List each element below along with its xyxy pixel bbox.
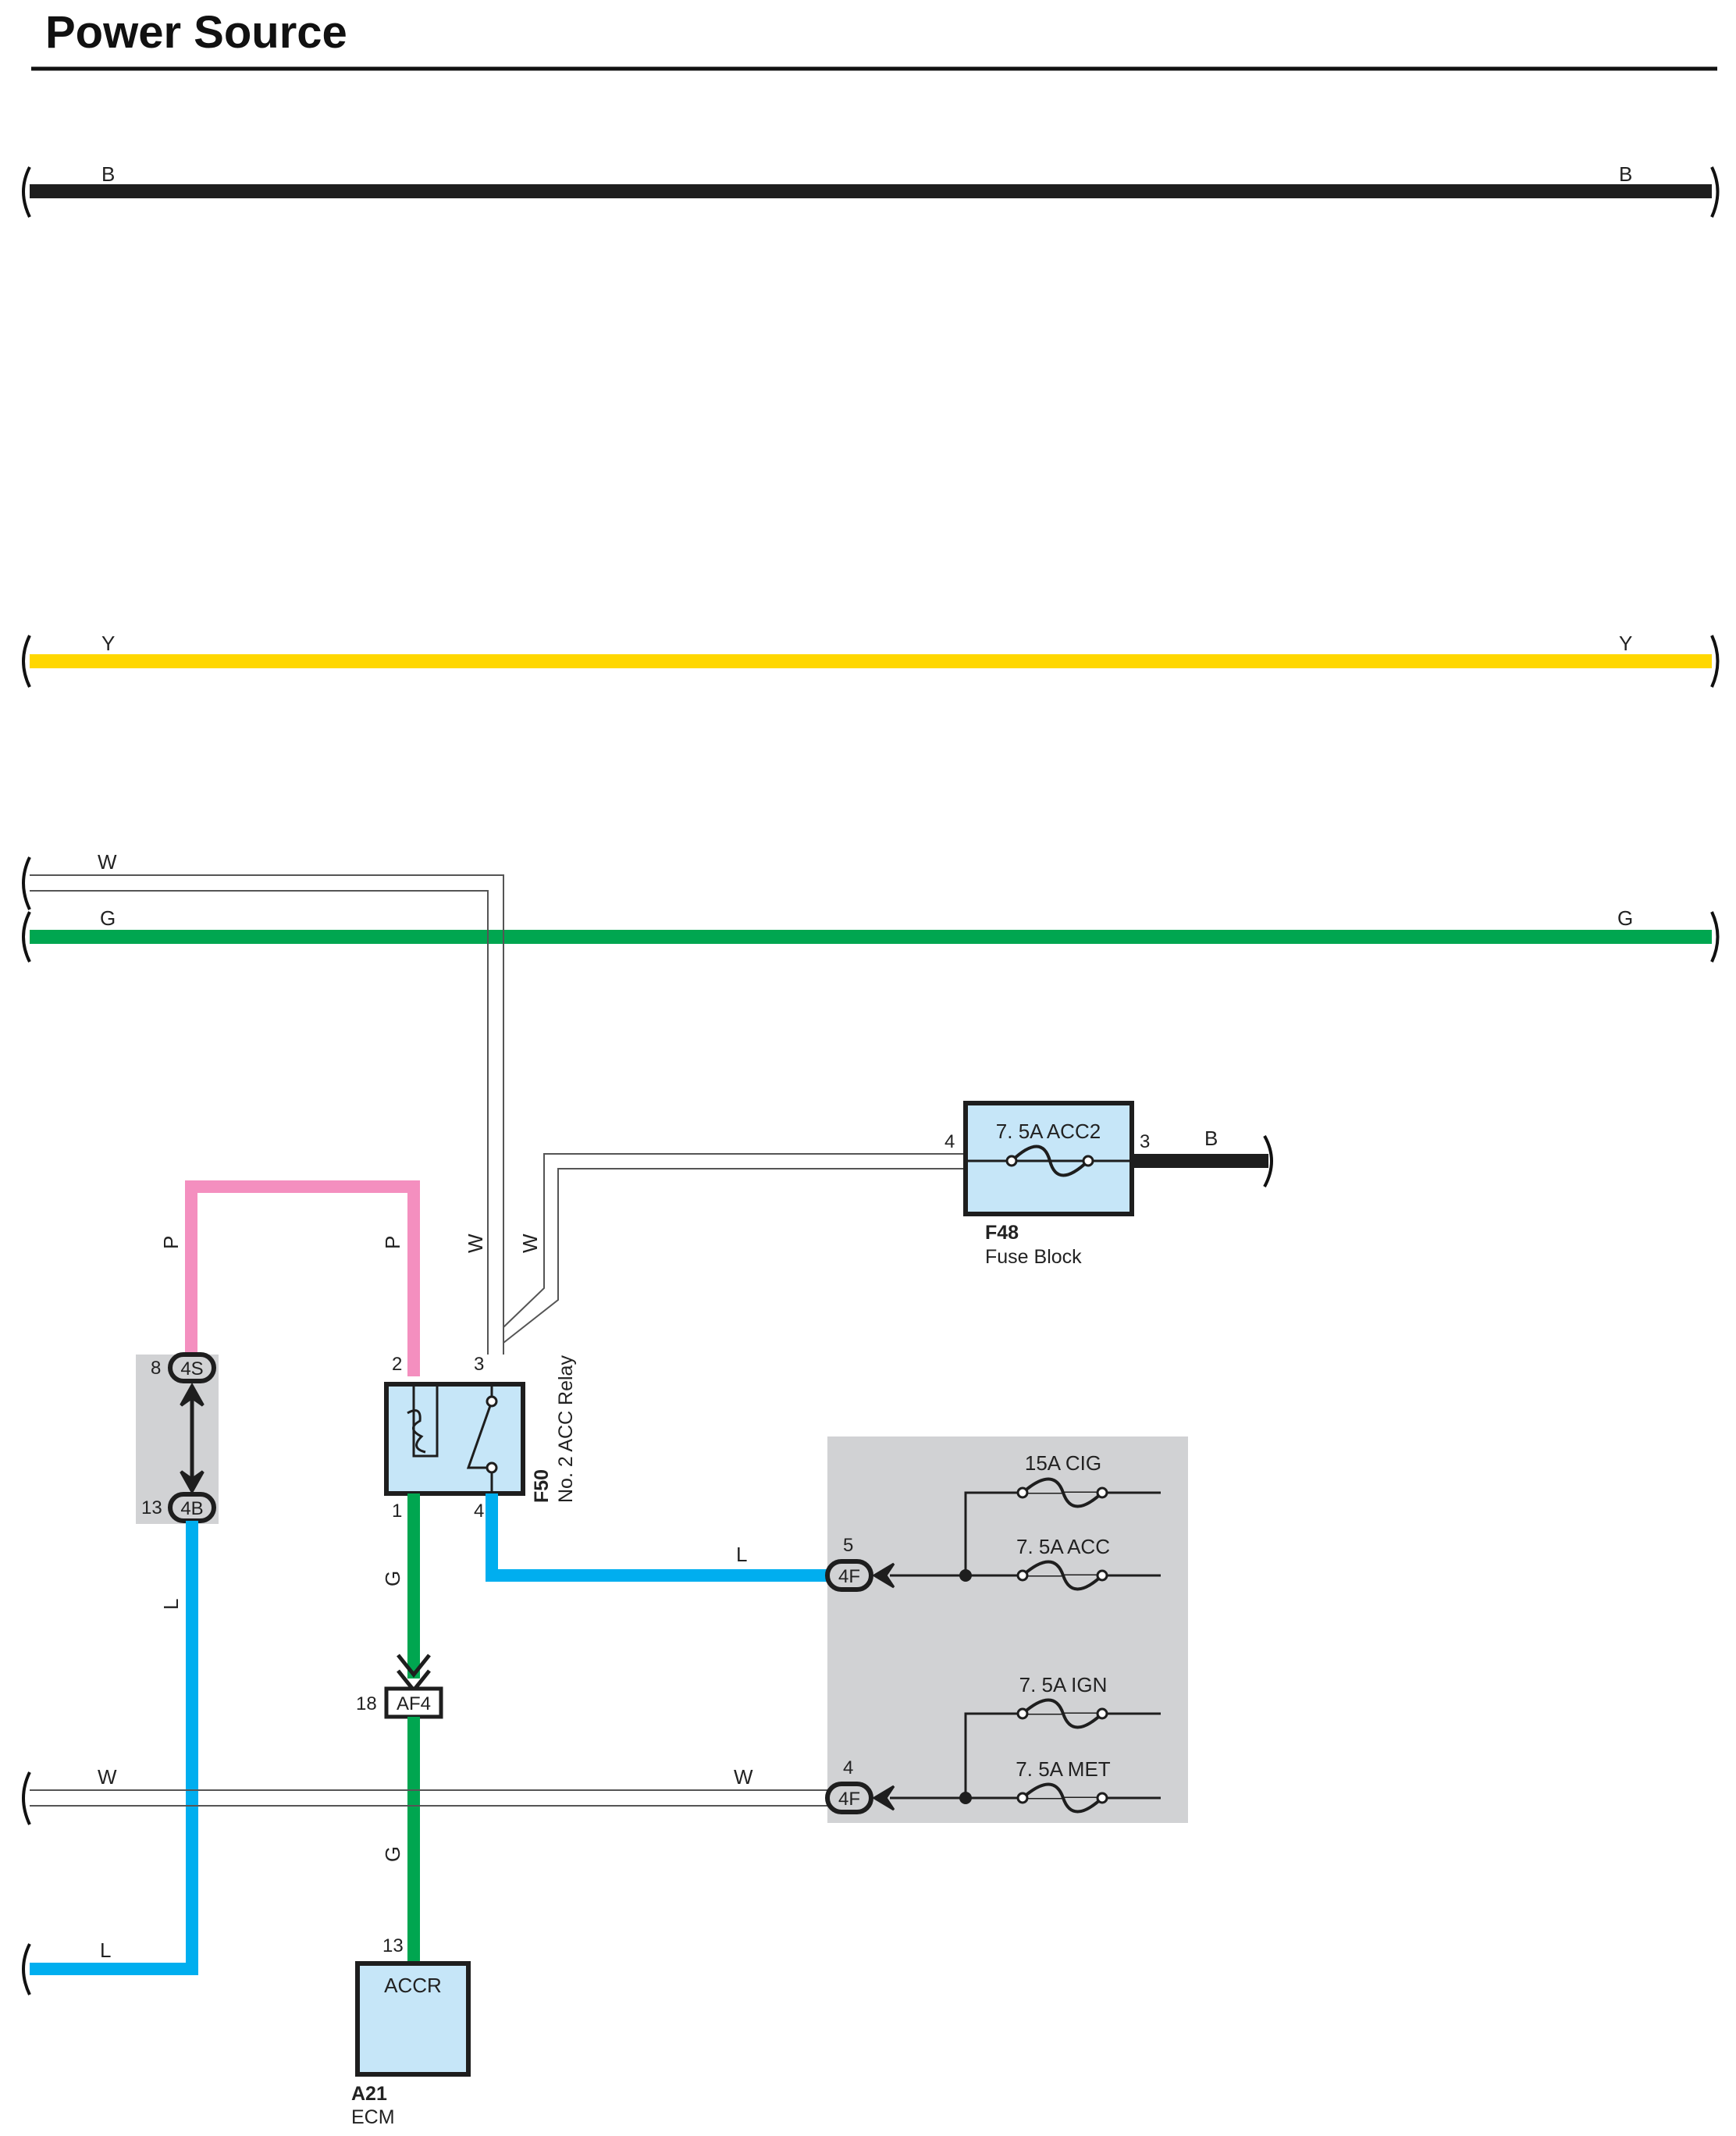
fuse-acc-label: 7. 5A ACC xyxy=(1016,1535,1110,1558)
fuse-cig-icon xyxy=(1021,1477,1104,1508)
junction-4b-pin: 13 xyxy=(141,1497,162,1518)
fuse-cig-node-right xyxy=(1096,1486,1108,1499)
fuse-acc2-label: 7. 5A ACC2 xyxy=(996,1120,1101,1143)
wire-label-w-bottom-left: W xyxy=(98,1765,117,1789)
connector-af4-label: AF4 xyxy=(397,1693,431,1714)
fuse-acc2-node-right xyxy=(1082,1155,1094,1167)
wire-label-l-junction: L xyxy=(736,1543,747,1566)
wire-label-g-left: G xyxy=(100,906,116,930)
relay-f50 xyxy=(384,1382,525,1496)
wire-label-l-left-vertical: L xyxy=(159,1599,183,1610)
wire-label-w-bottom-mid: W xyxy=(734,1765,753,1789)
fuse-met-label: 7. 5A MET xyxy=(1016,1757,1110,1781)
connector-4s xyxy=(168,1352,216,1383)
fuse-cig-node-left xyxy=(1016,1486,1029,1499)
fuse-cig-label: 15A CIG xyxy=(1025,1451,1101,1475)
wire-label-y-left: Y xyxy=(101,632,115,655)
connector-4f-lower xyxy=(825,1782,873,1814)
wire-break-y-right xyxy=(1710,635,1720,688)
connector-4f-upper-arrow xyxy=(872,1562,895,1589)
wire-label-b-fuse: B xyxy=(1204,1127,1218,1150)
ecm-a21 xyxy=(355,1961,471,2077)
wire-label-g-right: G xyxy=(1617,906,1633,930)
connector-af4-pin: 18 xyxy=(356,1693,377,1714)
wire-label-b-right: B xyxy=(1619,162,1632,186)
junction-block-box xyxy=(827,1436,1188,1823)
page-title: Power Source xyxy=(45,7,347,58)
fuse-acc2-icon xyxy=(1010,1145,1090,1177)
fuse-met-icon xyxy=(1021,1782,1104,1814)
fuse-acc-icon xyxy=(1021,1560,1104,1591)
wire-label-w-relay-right: W xyxy=(518,1234,542,1253)
fuse-ign-label: 7. 5A IGN xyxy=(1019,1673,1108,1696)
junction-block-pin-lower: 4 xyxy=(843,1757,853,1778)
fuse-block-pin-3: 3 xyxy=(1140,1131,1150,1152)
wire-break-w-top-left xyxy=(22,856,31,910)
junction-4s-pin: 8 xyxy=(151,1358,161,1379)
wire-label-p-right: P xyxy=(381,1236,404,1249)
fuse-ign-icon xyxy=(1021,1698,1104,1729)
wire-label-y-right: Y xyxy=(1619,632,1632,655)
fuse-acc-node-left xyxy=(1016,1569,1029,1582)
wire-break-y-left xyxy=(22,635,31,688)
relay-contact-bottom xyxy=(486,1461,498,1474)
wire-label-b-left: B xyxy=(101,162,115,186)
wire-break-g-right xyxy=(1710,911,1720,963)
junction-4b-label: 4B xyxy=(180,1498,203,1519)
wire-w-bottom xyxy=(30,1789,827,1807)
relay-contact-top xyxy=(486,1395,498,1408)
wire-label-l-bottom-left: L xyxy=(100,1938,111,1962)
wire-break-b-right xyxy=(1710,166,1720,218)
relay-pin-2: 2 xyxy=(392,1354,402,1375)
relay-name: No. 2 ACC Relay xyxy=(555,1355,577,1503)
ecm-name: ECM xyxy=(351,2106,395,2128)
ecm-id: A21 xyxy=(351,2083,387,2105)
junction-block-4f-lower-label: 4F xyxy=(838,1789,860,1810)
junction-block-pin-upper: 5 xyxy=(843,1535,853,1556)
wire-label-p-left: P xyxy=(159,1236,183,1249)
wire-w-top xyxy=(30,874,504,1355)
ecm-pin: 13 xyxy=(382,1935,404,1956)
relay-id: F50 xyxy=(531,1469,553,1503)
fuse-acc-node-right xyxy=(1096,1569,1108,1582)
wire-label-w-top-left: W xyxy=(98,850,117,874)
fuse-block-id: F48 xyxy=(985,1222,1019,1244)
fuse-acc2-node-left xyxy=(1005,1155,1018,1167)
wire-break-b-left xyxy=(22,166,31,218)
relay-pin-4: 4 xyxy=(474,1501,484,1522)
wire-break-w-bottom-left xyxy=(22,1771,31,1825)
fuse-ign-node-left xyxy=(1016,1707,1029,1720)
junction-arrow-down xyxy=(180,1470,205,1495)
connector-4f-upper xyxy=(825,1559,873,1592)
fuse-met-node-left xyxy=(1016,1792,1029,1804)
connector-4f-lower-arrow xyxy=(872,1785,895,1811)
wire-label-g-relay-down: G xyxy=(381,1571,404,1586)
wire-p xyxy=(185,1180,420,1376)
wire-l-left xyxy=(30,1521,198,1975)
junction-block-4f-upper-label: 4F xyxy=(838,1566,860,1587)
junction-4s-label: 4S xyxy=(180,1358,203,1380)
wire-break-g-left xyxy=(22,911,31,963)
fuse-block-name: Fuse Block xyxy=(985,1246,1082,1268)
fuse-met-node-right xyxy=(1096,1792,1108,1804)
wire-break-b-fuse xyxy=(1263,1135,1273,1187)
junction-arrow-up xyxy=(180,1382,205,1407)
wire-label-g-ecm: G xyxy=(381,1846,404,1862)
wire-label-w-relay-left: W xyxy=(464,1234,487,1253)
fuse-block-pin-4: 4 xyxy=(944,1131,955,1152)
wire-w-relay-fuse xyxy=(503,1153,964,1344)
fuse-ign-node-right xyxy=(1096,1707,1108,1720)
wire-l-relay xyxy=(486,1493,831,1582)
wire-break-l-left xyxy=(22,1943,31,1995)
relay-pin-3: 3 xyxy=(474,1354,484,1375)
relay-pin-1: 1 xyxy=(392,1501,402,1522)
ecm-terminal: ACCR xyxy=(384,1974,442,1997)
